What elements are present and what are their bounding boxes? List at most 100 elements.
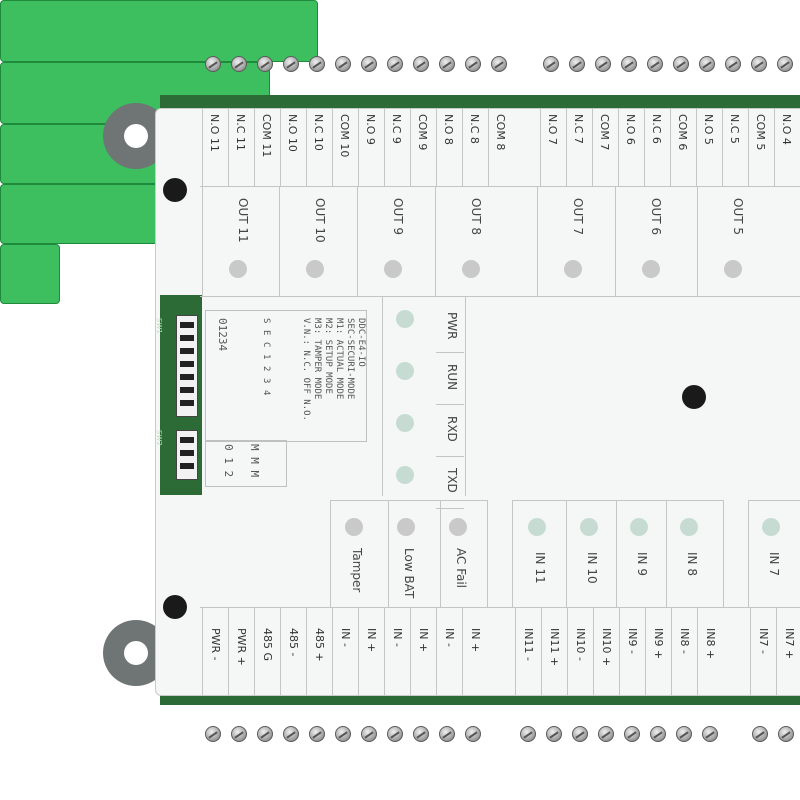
top-pin-divider [696,108,697,186]
terminal-screw[interactable] [491,56,507,72]
terminal-screw[interactable] [595,56,611,72]
terminal-screw[interactable] [650,726,666,742]
terminal-screw[interactable] [778,726,794,742]
terminal-screw[interactable] [283,726,299,742]
bottom-pin-label: IN + [469,628,482,653]
output-led [306,260,324,278]
terminal-screw[interactable] [309,726,325,742]
bottom-pin-label: IN - [391,628,404,647]
bottom-pin-divider [541,607,542,695]
dip-table-digits: 01234 [216,318,229,352]
top-pin-label: N.O 9 [364,114,377,145]
top-pin-divider [332,108,333,186]
terminal-screw[interactable] [205,56,221,72]
terminal-screw[interactable] [725,56,741,72]
bottom-pin-strip [200,607,800,696]
top-pin-divider [358,108,359,186]
top-pin-label: N.C 7 [572,114,585,144]
terminal-screw[interactable] [598,726,614,742]
terminal-screw[interactable] [673,56,689,72]
terminal-screw[interactable] [647,56,663,72]
top-pin-divider [592,108,593,186]
dip-switch-2[interactable] [176,430,198,480]
terminal-screw[interactable] [676,726,692,742]
top-pin-divider [644,108,645,186]
terminal-screw[interactable] [413,726,429,742]
output-led [564,260,582,278]
bottom-pin-label: IN8 - [678,628,691,654]
terminal-screw[interactable] [543,56,559,72]
terminal-screw[interactable] [335,56,351,72]
terminal-screw[interactable] [465,726,481,742]
status-led [396,310,414,328]
top-pin-label: N.O 6 [624,114,637,145]
terminal-screw[interactable] [387,56,403,72]
bottom-pin-divider [515,607,516,695]
dip-table-row: 2 [261,366,271,372]
top-pin-divider [722,108,723,186]
input-led [580,518,598,536]
dip-mode-row: M M M [248,444,261,478]
top-pin-divider [670,108,671,186]
terminal-screw[interactable] [439,726,455,742]
terminal-screw[interactable] [569,56,585,72]
dip-table-row: 3 [261,378,271,384]
terminal-screw[interactable] [465,56,481,72]
output-label: OUT 7 [571,198,585,236]
terminal-screw[interactable] [283,56,299,72]
terminal-screw[interactable] [572,726,588,742]
terminal-screw[interactable] [751,56,767,72]
terminal-screw[interactable] [702,726,718,742]
top-pin-label: COM 5 [754,114,767,151]
bottom-pin-divider [593,607,594,695]
top-pin-divider [774,108,775,186]
terminal-screw[interactable] [520,726,536,742]
bottom-pin-divider [697,607,698,695]
bottom-pin-divider [254,607,255,695]
bottom-pin-divider [645,607,646,695]
terminal-screw[interactable] [231,726,247,742]
input-divider [566,500,567,607]
dip-switch-1[interactable] [176,315,198,417]
terminal-screw[interactable] [777,56,793,72]
alarm-led [345,518,363,536]
status-led [396,362,414,380]
input-led [630,518,648,536]
top-pin-divider [462,108,463,186]
terminal-screw[interactable] [413,56,429,72]
terminal-screw[interactable] [361,726,377,742]
terminal-screw[interactable] [257,726,273,742]
bottom-pin-label: IN + [417,628,430,653]
output-label: OUT 9 [391,198,405,236]
terminal-screw[interactable] [387,726,403,742]
bottom-pin-divider [671,607,672,695]
input-led [762,518,780,536]
top-pin-divider [384,108,385,186]
terminal-screw[interactable] [752,726,768,742]
terminal-screw[interactable] [231,56,247,72]
dip-table-row: C [261,342,271,348]
terminal-screw[interactable] [257,56,273,72]
bottom-pin-divider [332,607,333,695]
status-label: RUN [445,364,459,391]
alarm-label: Low BAT [402,548,416,599]
dip-table-text: DDC-E4-IO [356,318,366,367]
top-pin-label: COM 9 [416,114,429,151]
terminal-screw[interactable] [621,56,637,72]
terminal-screw[interactable] [439,56,455,72]
bottom-pin-label: IN11 - [522,628,535,661]
dip-table-text: SEC-SECURI-MODE [345,318,355,400]
terminal-screw[interactable] [309,56,325,72]
terminal-screw[interactable] [361,56,377,72]
terminal-screw[interactable] [546,726,562,742]
bottom-pin-label: IN7 - [757,628,770,654]
terminal-screw[interactable] [699,56,715,72]
terminal-screw[interactable] [624,726,640,742]
top-pin-strip [200,108,800,187]
top-pin-label: N.C 10 [312,114,325,151]
output-divider [537,186,538,296]
terminal-screw[interactable] [205,726,221,742]
terminal-screw[interactable] [335,726,351,742]
dip-table-text: M1: ACTUAL MODE [334,318,344,400]
bottom-pin-divider [776,607,777,695]
